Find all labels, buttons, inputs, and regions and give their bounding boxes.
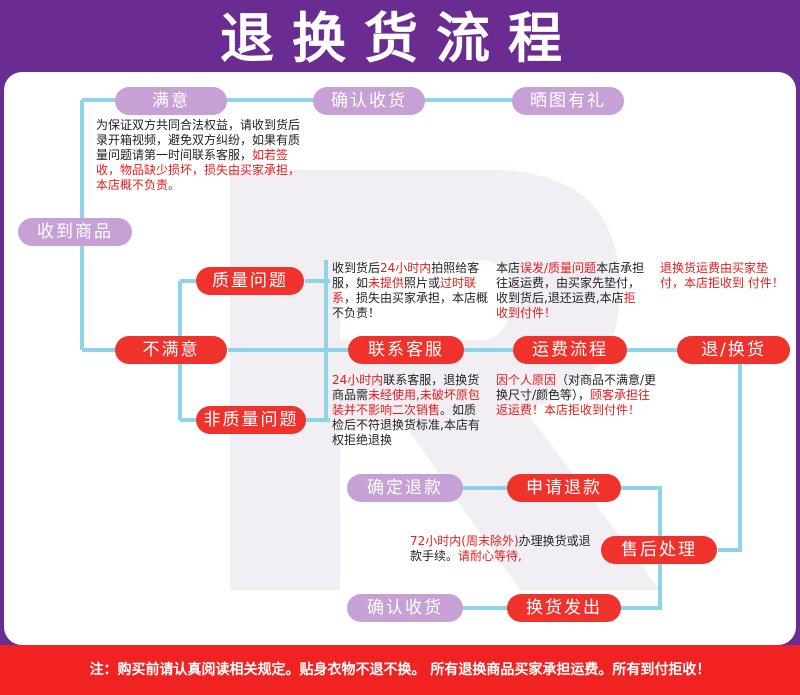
- received-goods-node: 收到商品: [18, 218, 132, 246]
- footer-notice: 注：购买前请认真阅读相关规定。贴身衣物不退不换。 所有退换商品买家承担运费。所有…: [0, 645, 800, 695]
- unsatisfied-node: 不满意: [115, 336, 227, 364]
- apply-refund-node: 申请退款: [507, 474, 621, 502]
- contact-service-node: 联系客服: [348, 336, 464, 364]
- exchange-shipped-node: 换货发出: [507, 594, 621, 622]
- return-fee-note: 退换货运费由买家垫付，本店拒收到 付件！: [660, 261, 784, 290]
- confirm-receipt-top-node: 确认收货: [313, 87, 425, 115]
- shipping-fee-note: 本店误发/质量问题本店承担往返运费，由买家先垫付，收到货后,退还运费,本店拒收到…: [496, 261, 645, 320]
- satisfied-note: 为保证双方共同合法权益，请收到货后录开箱视频，避免双方纠纷，如果有质量问题请第一…: [96, 118, 301, 192]
- after-sales-node: 售后处理: [601, 536, 717, 564]
- non-quality-note: 24小时内联系客服，退换货商品需未经使用,未破坏原包装并不影响二次销售。如质检后…: [332, 373, 480, 447]
- shipping-flow-node: 运费流程: [513, 336, 627, 364]
- non-quality-issue-node: 非质量问题: [196, 406, 306, 434]
- satisfied-node: 满意: [115, 87, 227, 115]
- personal-reason-note: 因个人原因（对商品不满意/更换尺寸/颜色等），顾客承担往返运费！本店拒收到付件！: [496, 373, 657, 417]
- confirm-receipt-bottom-node: 确认收货: [347, 594, 463, 622]
- quality-issue-note: 收到货后24小时内拍照给客服，如未提供照片或过时联系，损失由买家承担，本店概不负…: [332, 261, 489, 320]
- after-sales-note: 72小时内(周末除外)办理换货或退款手续。请耐心等待,: [410, 534, 591, 563]
- confirm-refund-node: 确定退款: [347, 474, 463, 502]
- return-exchange-node: 退/换货: [677, 336, 790, 364]
- page-title: 退换货流程: [220, 7, 580, 70]
- quality-issue-node: 质量问题: [196, 267, 304, 295]
- share-photo-node: 晒图有礼: [512, 87, 624, 115]
